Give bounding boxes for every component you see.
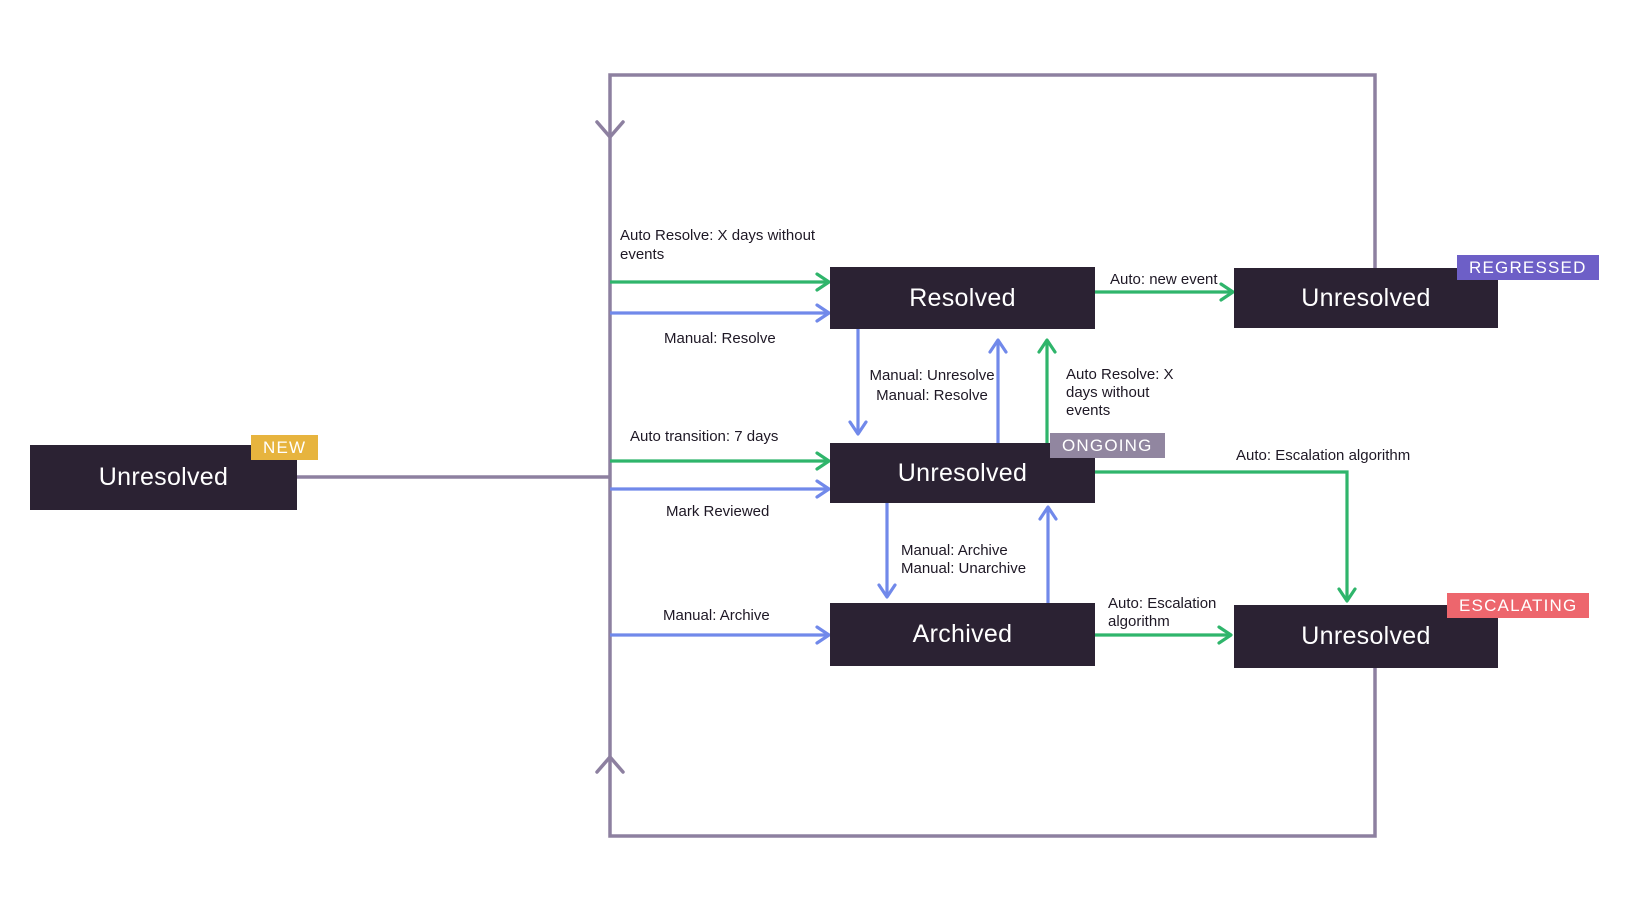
edge-label-mark-reviewed: Mark Reviewed	[666, 503, 770, 520]
edge-label-manual-unresolve-resolve: Manual: Unresolve Manual: Resolve	[869, 367, 995, 404]
edge-label-auto-new-event: Auto: new event	[1110, 271, 1218, 288]
badge-new: NEW	[251, 435, 319, 460]
badge-regressed: REGRESSED	[1457, 255, 1599, 280]
state-box-archived: Archived	[830, 603, 1095, 666]
state-label: Archived	[912, 620, 1013, 648]
state-label: Unresolved	[1301, 622, 1431, 650]
edge-label-auto-resolve-from-ongoing: Auto Resolve: X days without events	[1066, 366, 1174, 419]
state-label: Resolved	[909, 283, 1016, 312]
edge-label-auto-escalation-from-ongoing: Auto: Escalation algorithm	[1236, 447, 1411, 464]
edge-label-manual-resolve-to-resolved: Manual: Resolve	[664, 330, 776, 347]
edge-label-auto-resolve-to-resolved: Auto Resolve: X days without events	[620, 227, 816, 263]
state-label: Unresolved	[897, 458, 1028, 487]
edge-label-manual-archive-unarchive: Manual: Archive Manual: Unarchive	[901, 542, 1027, 577]
flow-loop-line	[608, 73, 1377, 838]
state-box-unresolved-regressed: Unresolved	[1234, 268, 1498, 328]
badge-escalating: ESCALATING	[1447, 593, 1590, 618]
state-box-resolved: Resolved	[830, 267, 1095, 329]
state-label: Unresolved	[98, 463, 229, 491]
badge-ongoing: ONGOING	[1050, 433, 1165, 458]
arrow-auto-escalation-from-ongoing	[1095, 470, 1357, 603]
state-box-unresolved-new: Unresolved	[30, 445, 297, 510]
edge-label-manual-archive-to-archived: Manual: Archive	[663, 607, 770, 624]
flow-arrow-down-icon	[595, 120, 625, 139]
edge-label-auto-transition-7-days: Auto transition: 7 days	[630, 428, 779, 445]
edge-label-auto-escalation-from-archived: Auto: Escalation algorithm	[1108, 595, 1217, 630]
flow-arrow-up-icon	[595, 755, 625, 774]
state-label: Unresolved	[1301, 283, 1431, 312]
